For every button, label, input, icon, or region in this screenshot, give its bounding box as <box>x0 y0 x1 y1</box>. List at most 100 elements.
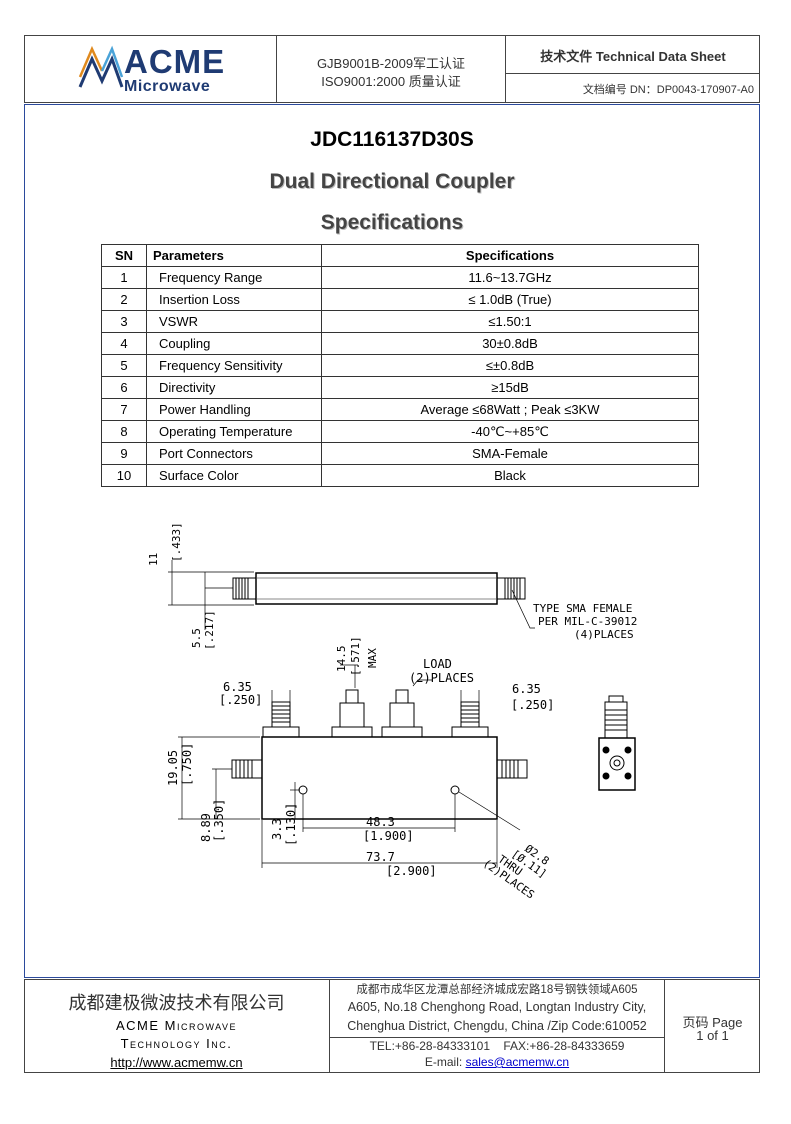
spec-sn-cell: 6 <box>101 376 147 399</box>
end-view <box>598 695 636 791</box>
cert-line-2: ISO9001:2000 质量认证 <box>321 74 461 89</box>
product-title: Dual Directional Coupler <box>269 170 515 193</box>
dim-635-right-label: 6.35 <box>512 682 541 696</box>
footer-divider-3 <box>329 1037 664 1038</box>
section-title: Specifications <box>320 211 464 234</box>
company-name-en-2: Technology Inc. <box>120 1036 233 1051</box>
dim-483-inch-label: [1.900] <box>363 829 414 843</box>
spec-value-cell: 30±0.8dB <box>321 332 699 355</box>
connector-note-2: PER MIL-C-39012 <box>538 615 638 628</box>
spec-param-cell: Coupling <box>146 332 322 355</box>
connector-note-1: TYPE SMA FEMALE <box>533 602 633 615</box>
spec-sn-cell: 5 <box>101 354 147 377</box>
model-title: JDC116137D30S <box>310 128 474 151</box>
spec-value-cell: SMA-Female <box>321 442 699 465</box>
contact-email-line: E-mail: sales@acmemw.cn <box>330 1055 664 1069</box>
contact-tel-fax: TEL:+86-28-84333101 FAX:+86-28-84333659 <box>369 1039 625 1053</box>
spec-value-cell: Black <box>321 464 699 487</box>
spec-param-cell: VSWR <box>146 310 322 333</box>
footer-divider-1 <box>329 979 330 1073</box>
spec-value-cell: ≥15dB <box>321 376 699 399</box>
dim-33-label: 3.3 <box>270 818 284 840</box>
spec-param-cell: Surface Color <box>146 464 322 487</box>
spec-value-cell: ≤±0.8dB <box>321 354 699 377</box>
front-view-body <box>261 736 498 820</box>
main-frame <box>24 104 760 978</box>
spec-param-cell: Power Handling <box>146 398 322 421</box>
dim-635-left-inch-label: [.250] <box>219 693 263 707</box>
connector-note-3: (4)PLACES <box>574 628 634 641</box>
spec-sn-cell: 10 <box>101 464 147 487</box>
spec-sn-cell: 9 <box>101 442 147 465</box>
logo-main-text: ACME <box>124 43 226 80</box>
mechanical-drawing <box>168 560 636 868</box>
dim-11-value: 11 <box>147 552 160 566</box>
logo-mark-icon <box>78 45 124 88</box>
dim-145-inch-label: [.571] <box>349 636 362 676</box>
dim-483-label: 48.3 <box>366 815 395 829</box>
table-header-row: SN Parameters Specifications <box>101 244 699 267</box>
spec-value-cell: ≤1.50:1 <box>321 310 699 333</box>
load-label-1: LOAD <box>423 657 452 671</box>
dim-1905-inch-label: [.750] <box>180 742 194 786</box>
header-params: Parameters <box>146 244 322 267</box>
company-logo: ACME Microwave <box>76 41 236 97</box>
spec-param-cell: Directivity <box>146 376 322 399</box>
header-divider-1 <box>276 35 277 103</box>
dim-55-inch-label: [.217] <box>203 610 216 650</box>
spec-sn-cell: 4 <box>101 332 147 355</box>
dim-889-inch-label: [.350] <box>212 798 226 842</box>
spec-param-cell: Insertion Loss <box>146 288 322 311</box>
spec-value-cell: ≤ 1.0dB (True) <box>321 288 699 311</box>
dim-11-inch-label: [.433] <box>170 522 183 562</box>
website-link[interactable]: http://www.acmemw.cn <box>110 1055 243 1070</box>
spec-sn-cell: 8 <box>101 420 147 443</box>
dim-635-right-inch-label: [.250] <box>511 698 555 712</box>
spec-value-cell: 11.6~13.7GHz <box>321 266 699 289</box>
load-label-2: (2)PLACES <box>409 671 475 685</box>
company-name-en-1: ACME Microwave <box>115 1018 237 1033</box>
dim-737-inch-label: [2.900] <box>386 864 437 878</box>
spec-value-cell: -40℃~+85℃ <box>321 420 699 443</box>
header-divider-3 <box>505 73 760 74</box>
email-label: E-mail: <box>424 1055 466 1069</box>
top-connectors <box>262 701 489 738</box>
dim-11-label: 11 <box>147 526 160 566</box>
cert-line-1: GJB9001B-2009军工认证 <box>316 56 466 71</box>
dim-33-inch-label: [.130] <box>284 802 298 846</box>
spec-sn-cell: 1 <box>101 266 147 289</box>
header-sn: SN <box>101 244 147 267</box>
website-wrap: http://www.acmemw.cn <box>24 1055 329 1070</box>
dim-145-max-label: MAX <box>366 648 379 668</box>
footer-frame <box>24 979 760 1073</box>
footer-divider-2 <box>664 979 665 1073</box>
spec-sn-cell: 2 <box>101 288 147 311</box>
dim-1905-label: 19.05 <box>166 749 180 786</box>
doc-number: 文档编号 DN：DP0043-170907-A0 <box>582 84 754 96</box>
spec-value-cell: Average ≤68Watt ; Peak ≤3KW <box>321 398 699 421</box>
spec-sn-cell: 3 <box>101 310 147 333</box>
email-link[interactable]: sales@acmemw.cn <box>465 1055 570 1069</box>
dim-889-label: 8.89 <box>199 813 213 842</box>
logo-sub-text: Microwave <box>124 78 211 95</box>
company-name-cn: 成都建极微波技术有限公司 <box>68 993 285 1013</box>
dim-145-label: 14.5 <box>335 645 348 673</box>
address-en-1: A605, No.18 Chenghong Road, Longtan Indu… <box>347 1000 647 1014</box>
address-cn: 成都市成华区龙潭总部经济城成宏路18号钢铁领域A605 <box>356 984 638 996</box>
doc-type: 技术文件 Technical Data Sheet <box>540 49 726 64</box>
spec-param-cell: Operating Temperature <box>146 420 322 443</box>
spec-param-cell: Frequency Range <box>146 266 322 289</box>
page-value: 1 of 1 <box>696 1028 729 1043</box>
load-terminations <box>331 689 423 738</box>
spec-param-cell: Frequency Sensitivity <box>146 354 322 377</box>
